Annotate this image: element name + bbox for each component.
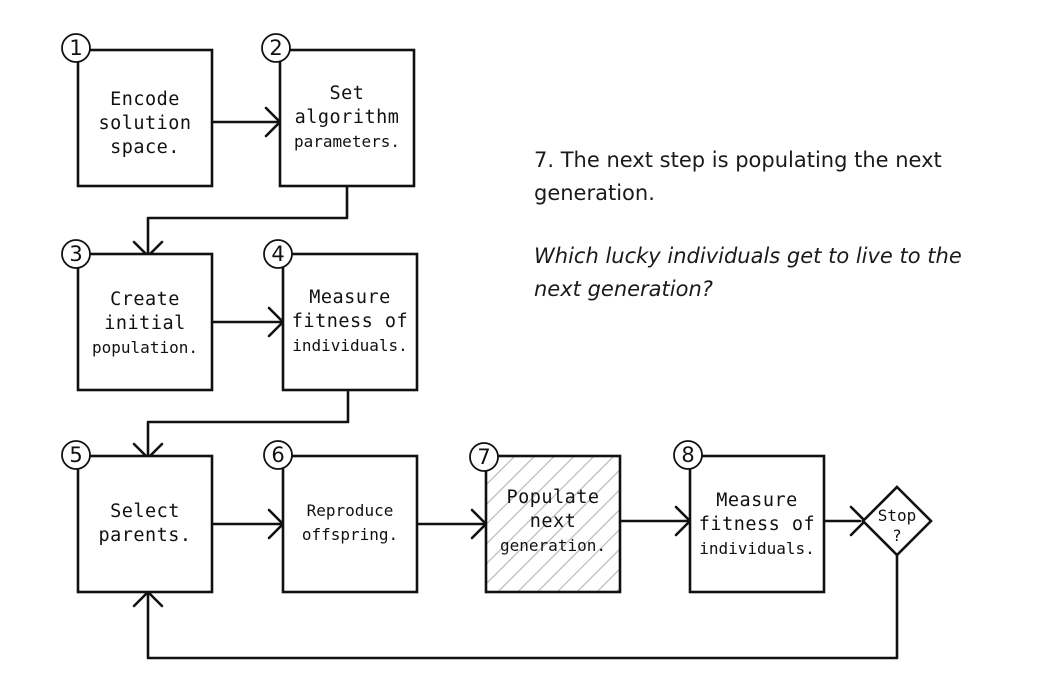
step-7-label-line-2: next: [530, 511, 577, 532]
step-3-box: [76, 252, 214, 392]
step-8-number: 8: [681, 443, 694, 467]
step-6-label-line-2: offspring.: [302, 525, 398, 544]
step-1-number-badge: [61, 33, 91, 63]
step-5: 5 Select parents.: [61, 440, 214, 594]
question-note-line-1: Which lucky individuals get to live to t…: [534, 244, 962, 268]
step-4: 4 Measure fitness of individuals.: [263, 239, 419, 392]
stop-decision-label-line-1: Stop: [878, 506, 917, 525]
step-5-label-line-2: parents.: [98, 525, 191, 546]
arrow-2-to-3: [146, 184, 349, 256]
step-2-number: 2: [269, 36, 282, 60]
step-8-label-line-1: Measure: [716, 490, 797, 511]
step-8-box: [688, 454, 826, 594]
step-6-number-badge: [263, 440, 293, 470]
step-1-label-line-1: Encode: [110, 89, 180, 110]
step-7-number-badge: [469, 442, 499, 472]
step-1-label-line-3: space.: [110, 137, 180, 158]
step-3-label-line-2: initial: [104, 313, 185, 334]
step-4-label-line-2: fitness of: [292, 311, 408, 332]
step-1-number: 1: [69, 36, 82, 60]
step-4-box: [281, 252, 419, 392]
step-2-number-badge: [261, 33, 291, 63]
stop-decision: Stop ?: [861, 485, 933, 557]
step-7-label-line-3: generation.: [500, 536, 606, 555]
step-4-label-line-1: Measure: [309, 287, 390, 308]
step-3-label-line-3: population.: [92, 338, 198, 357]
step-5-number-badge: [61, 440, 91, 470]
step-5-label-line-1: Select: [110, 501, 180, 522]
question-note: Which lucky individuals get to live to t…: [534, 240, 962, 306]
step-3: 3 Create initial population.: [61, 239, 214, 392]
step-7: 7 Populate next generation.: [469, 442, 622, 594]
step-6-number: 6: [271, 443, 284, 467]
step-2-label-line-2: algorithm: [295, 107, 400, 128]
step-3-number-badge: [61, 239, 91, 269]
step-1-box: [76, 48, 214, 188]
step-6-box: [281, 454, 419, 594]
step-2-label-line-1: Set: [330, 83, 365, 104]
step-5-box: [76, 454, 214, 594]
step-7-number: 7: [477, 445, 490, 469]
step-2-label-line-3: parameters.: [294, 132, 400, 151]
step-8-label-line-3: individuals.: [699, 539, 815, 558]
step-4-number: 4: [271, 242, 284, 266]
arrow-4-to-5: [146, 390, 350, 458]
step-5-number: 5: [69, 443, 82, 467]
step-note: 7. The next step is populating the next …: [534, 144, 942, 210]
step-8: 8 Measure fitness of individuals.: [673, 440, 826, 594]
step-1-label-line-2: solution: [98, 113, 191, 134]
stop-decision-diamond: [861, 485, 933, 557]
step-7-label-line-1: Populate: [506, 487, 599, 508]
step-1: 1 Encode solution space.: [61, 33, 214, 188]
step-3-label-line-1: Create: [110, 289, 180, 310]
loop-back-arrow: [146, 553, 899, 660]
step-2: 2 Set algorithm parameters.: [261, 33, 416, 188]
step-4-label-line-3: individuals.: [292, 336, 408, 355]
step-note-line-2: generation.: [534, 181, 655, 205]
step-4-number-badge: [263, 239, 293, 269]
step-2-box: [278, 48, 416, 188]
stop-decision-label-line-2: ?: [892, 526, 902, 545]
step-7-box: [484, 454, 622, 594]
step-8-number-badge: [673, 440, 703, 470]
step-3-number: 3: [69, 242, 82, 266]
step-8-label-line-2: fitness of: [699, 514, 815, 535]
step-6: 6 Reproduce offspring.: [263, 440, 419, 594]
step-6-label-line-1: Reproduce: [307, 501, 394, 520]
step-note-line-1: 7. The next step is populating the next: [534, 148, 942, 172]
question-note-line-2: next generation?: [534, 277, 713, 301]
